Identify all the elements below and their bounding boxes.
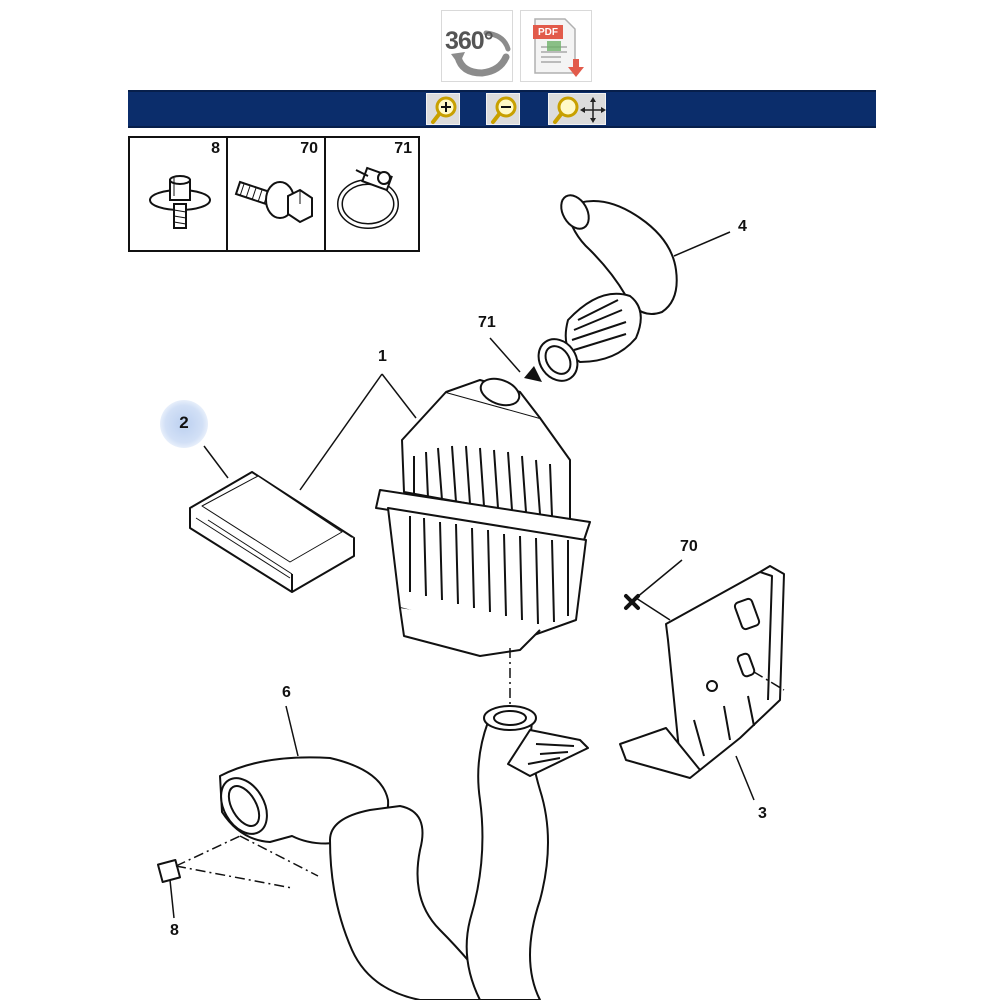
callout-4[interactable]: 4 (738, 218, 747, 235)
pdf-download-icon (533, 18, 584, 77)
part-2-panel-filter (189, 471, 355, 593)
inset-number: 71 (394, 140, 412, 157)
inset-number: 8 (211, 140, 220, 157)
callout-3[interactable]: 3 (758, 805, 767, 822)
zoom-in-icon (431, 96, 457, 124)
callout-2-label: 2 (179, 413, 189, 432)
viewer-toolbar (128, 90, 876, 128)
pdf-label: PDF (538, 27, 558, 38)
flange-screw-icon (149, 175, 211, 229)
inset-cell-screw-8[interactable]: 8 (130, 138, 228, 250)
hex-bolt-icon (234, 180, 313, 224)
btn-360-label: 360° (445, 27, 494, 55)
callout-2-highlighted[interactable]: 2 (160, 400, 208, 448)
zoom-out-icon (491, 96, 517, 124)
callout-8[interactable]: 8 (170, 922, 179, 939)
inset-number: 70 (300, 140, 318, 157)
inset-cell-bolt-70[interactable]: 70 (228, 138, 326, 250)
zoom-out-button[interactable] (486, 93, 520, 125)
part-8-screw (156, 858, 182, 884)
zoom-pan-icon (553, 96, 606, 124)
callout-1[interactable]: 1 (378, 348, 387, 365)
view-360-button[interactable]: 360° (441, 10, 513, 82)
callout-6[interactable]: 6 (282, 684, 291, 701)
callout-70[interactable]: 70 (680, 538, 698, 555)
rotate-360-icon (451, 30, 511, 77)
fastener-inset-table: 8 70 71 (128, 136, 420, 252)
zoom-pan-button[interactable] (548, 93, 606, 125)
part-4-intake-duct (537, 194, 678, 382)
part-6-lower-duct (219, 705, 589, 1000)
part-3-mounting-bracket (619, 565, 785, 779)
zoom-in-button[interactable] (426, 93, 460, 125)
download-pdf-button[interactable]: PDF (520, 10, 592, 82)
callout-71[interactable]: 71 (478, 314, 496, 331)
part-1-air-filter-housing (375, 377, 591, 657)
inset-cell-clamp-71[interactable]: 71 (326, 138, 418, 250)
hose-clamp-icon (337, 166, 399, 229)
